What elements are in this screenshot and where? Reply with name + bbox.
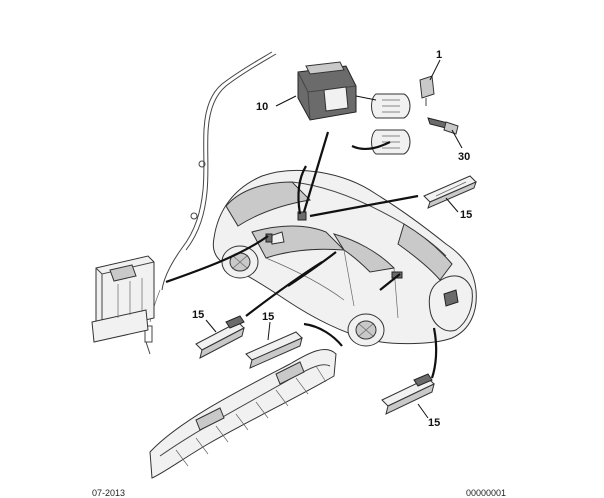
callout-label-15-center: 15	[262, 311, 274, 323]
sensor-strip-left	[195, 315, 245, 359]
sensor-strip-center	[245, 331, 303, 369]
bumper-absorber	[149, 349, 337, 479]
callout-label-15-top-right: 15	[460, 209, 472, 221]
callout-label-30: 30	[458, 151, 470, 163]
footer-right-ref: 00000001	[466, 488, 506, 498]
sensor-strip-top-right	[423, 175, 477, 209]
screw-fitting	[427, 117, 459, 135]
callout-leaders	[205, 59, 463, 419]
callout-label-15-bottom-right: 15	[428, 417, 440, 429]
callout-label-1: 1	[436, 49, 442, 61]
camera-housing	[297, 61, 357, 121]
leader-lines	[165, 131, 438, 379]
antenna-cable	[144, 51, 277, 355]
control-module	[91, 255, 155, 343]
fastener	[419, 75, 435, 106]
connector-upper	[355, 93, 411, 119]
callout-label-10: 10	[256, 101, 268, 113]
car-body	[212, 169, 477, 347]
sensor-strip-bottom-right	[381, 373, 435, 415]
callout-label-15-left: 15	[192, 309, 204, 321]
footer-left-ref: 07-2013	[92, 488, 125, 498]
connector-lower	[371, 129, 411, 155]
